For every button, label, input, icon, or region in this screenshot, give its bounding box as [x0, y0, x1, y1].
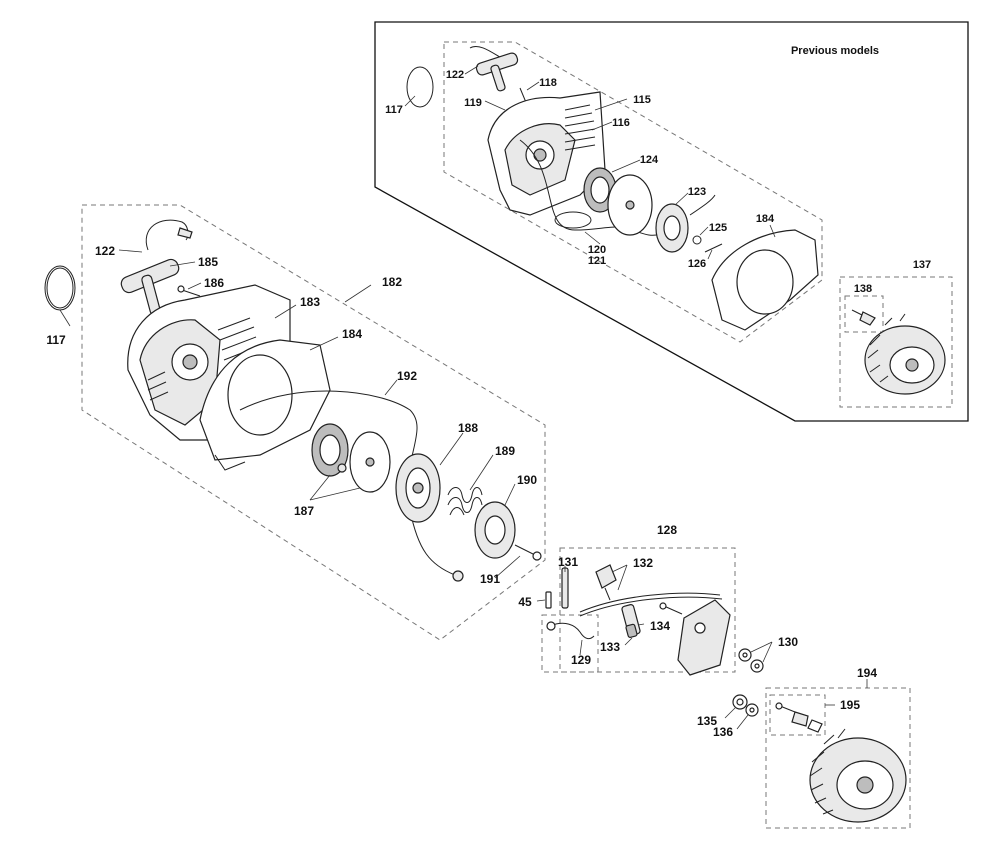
label-182: 182 — [382, 275, 402, 289]
label-192: 192 — [397, 369, 417, 383]
label-187: 187 — [294, 504, 314, 518]
spark-plug-134 — [621, 604, 641, 638]
label-137: 137 — [913, 259, 931, 271]
o-ring-117-inset — [406, 66, 434, 108]
label-115: 115 — [633, 94, 651, 106]
screw-126-inset — [704, 243, 723, 253]
label-119: 119 — [464, 97, 482, 109]
label-45: 45 — [518, 595, 532, 609]
flywheel-137-inset — [864, 313, 946, 395]
label-120: 120 — [588, 244, 606, 256]
rope-rotor-188 — [395, 453, 441, 523]
pin-131 — [561, 567, 569, 609]
washer-125-inset — [692, 235, 702, 245]
spring-housing-187 — [349, 431, 391, 493]
pawl-carrier-190 — [474, 501, 516, 559]
label-136: 136 — [713, 725, 733, 739]
label-184-inset: 184 — [756, 213, 775, 225]
label-130: 130 — [778, 635, 798, 649]
group-box-138 — [844, 295, 884, 333]
rope-120-inset — [519, 139, 661, 236]
label-195: 195 — [840, 698, 860, 712]
previous-models-title: Previous models — [791, 45, 879, 57]
label-122-inset: 122 — [446, 69, 464, 81]
group-box-195 — [769, 694, 826, 736]
screw-45 — [545, 591, 552, 609]
label-134: 134 — [650, 619, 670, 633]
label-116: 116 — [612, 117, 630, 129]
label-118: 118 — [539, 77, 557, 89]
label-121: 121 — [588, 255, 606, 267]
group-box-128 — [559, 547, 736, 673]
pawl-138-inset — [851, 309, 876, 326]
label-194: 194 — [857, 666, 877, 680]
starter-rope-192 — [239, 390, 464, 582]
ignition-lead-128 — [579, 592, 723, 617]
previous-models-frame — [374, 21, 969, 422]
group-box-115 — [443, 41, 823, 343]
label-189: 189 — [495, 444, 515, 458]
label-122: 122 — [95, 244, 115, 258]
label-117: 117 — [46, 333, 66, 347]
label-185: 185 — [198, 255, 218, 269]
label-188: 188 — [458, 421, 478, 435]
ground-wire-129 — [546, 621, 595, 640]
fan-cover-184-inset — [711, 229, 819, 331]
label-129: 129 — [571, 653, 591, 667]
pawl-195 — [775, 702, 823, 733]
label-125: 125 — [709, 222, 727, 234]
label-128: 128 — [657, 523, 677, 537]
handle-122-inset — [469, 46, 519, 92]
label-135: 135 — [697, 714, 717, 728]
screw-191 — [514, 544, 542, 561]
label-117-inset: 117 — [385, 104, 403, 116]
leader-lines-ignition — [536, 564, 773, 663]
label-186: 186 — [204, 276, 224, 290]
label-132: 132 — [633, 556, 653, 570]
flywheel-194 — [809, 728, 907, 823]
label-183: 183 — [300, 295, 320, 309]
rewind-spring-187 — [311, 423, 349, 477]
label-124: 124 — [640, 154, 659, 166]
cover-plate-124-inset — [607, 174, 653, 236]
label-123: 123 — [688, 186, 706, 198]
group-box-129 — [541, 614, 599, 673]
part-labels: 117 122 119 118 115 116 124 123 125 126 … — [46, 69, 931, 739]
leader-lines-main — [59, 249, 521, 579]
leader-lines-flywheel — [724, 679, 868, 730]
label-138: 138 — [854, 283, 872, 295]
label-191: 191 — [480, 572, 500, 586]
group-box-137 — [839, 276, 953, 408]
spring-189 — [447, 487, 483, 516]
label-184: 184 — [342, 327, 362, 341]
washer-135 — [732, 694, 748, 710]
label-133: 133 — [600, 640, 620, 654]
o-ring-117 — [44, 265, 76, 311]
washer-136 — [745, 703, 759, 717]
grip-rope-122 — [145, 219, 193, 251]
spark-plug-boot-132 — [595, 564, 617, 601]
label-190: 190 — [517, 473, 537, 487]
group-box-194 — [765, 687, 911, 829]
screw-ignition — [659, 602, 683, 615]
ignition-module — [677, 599, 731, 676]
screw-186 — [177, 285, 201, 297]
leader-lines-inset — [404, 65, 776, 260]
rope-rotor-123-inset — [655, 194, 716, 253]
group-box-182 — [81, 204, 546, 641]
label-131: 131 — [558, 555, 578, 569]
washers-130 — [738, 648, 764, 673]
label-126: 126 — [688, 258, 706, 270]
